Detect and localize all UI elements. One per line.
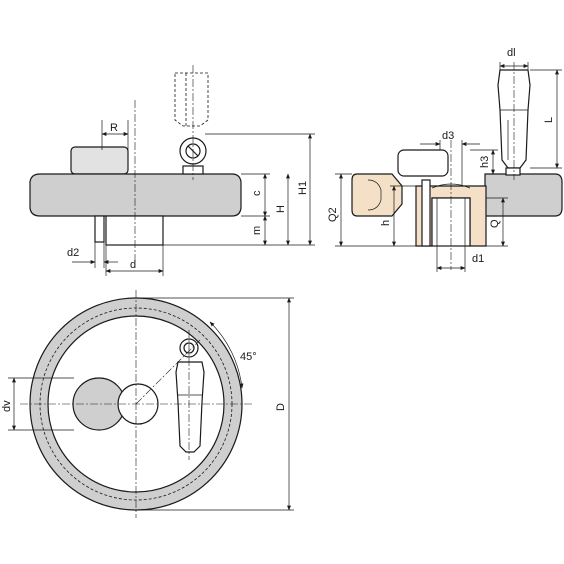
hub-bottom (105, 215, 164, 246)
label-c: c (251, 190, 263, 196)
label-H1: H1 (297, 181, 309, 195)
rim-right (484, 173, 563, 217)
label-R: R (110, 122, 118, 134)
label-d2: d2 (67, 247, 79, 259)
hub-top (70, 146, 129, 175)
section-pin (421, 179, 431, 247)
section-rim (351, 173, 403, 217)
top-view: 45° dv D (1, 290, 294, 518)
pin-d2 (94, 215, 105, 243)
label-d3: d3 (442, 130, 454, 142)
label-h3: h3 (479, 156, 491, 168)
label-D: D (275, 403, 287, 411)
wheel-rim (29, 173, 242, 217)
label-angle: 45° (240, 351, 257, 363)
section-knob (397, 149, 449, 177)
section-view: dl L d3 h3 Q2 h Q d1 (327, 47, 563, 272)
label-L: L (543, 117, 555, 123)
label-H: H (275, 205, 287, 213)
label-h: h (380, 220, 392, 226)
front-view: R c m H H1 d2 d (29, 65, 315, 276)
label-Q2: Q2 (327, 207, 339, 222)
label-d: d (130, 259, 136, 271)
label-dl: dl (507, 47, 516, 59)
label-m: m (251, 226, 263, 235)
label-dv: dv (1, 400, 13, 412)
folded-handle-outline (174, 72, 209, 127)
label-Q: Q (489, 219, 501, 228)
label-d1: d1 (472, 253, 484, 265)
